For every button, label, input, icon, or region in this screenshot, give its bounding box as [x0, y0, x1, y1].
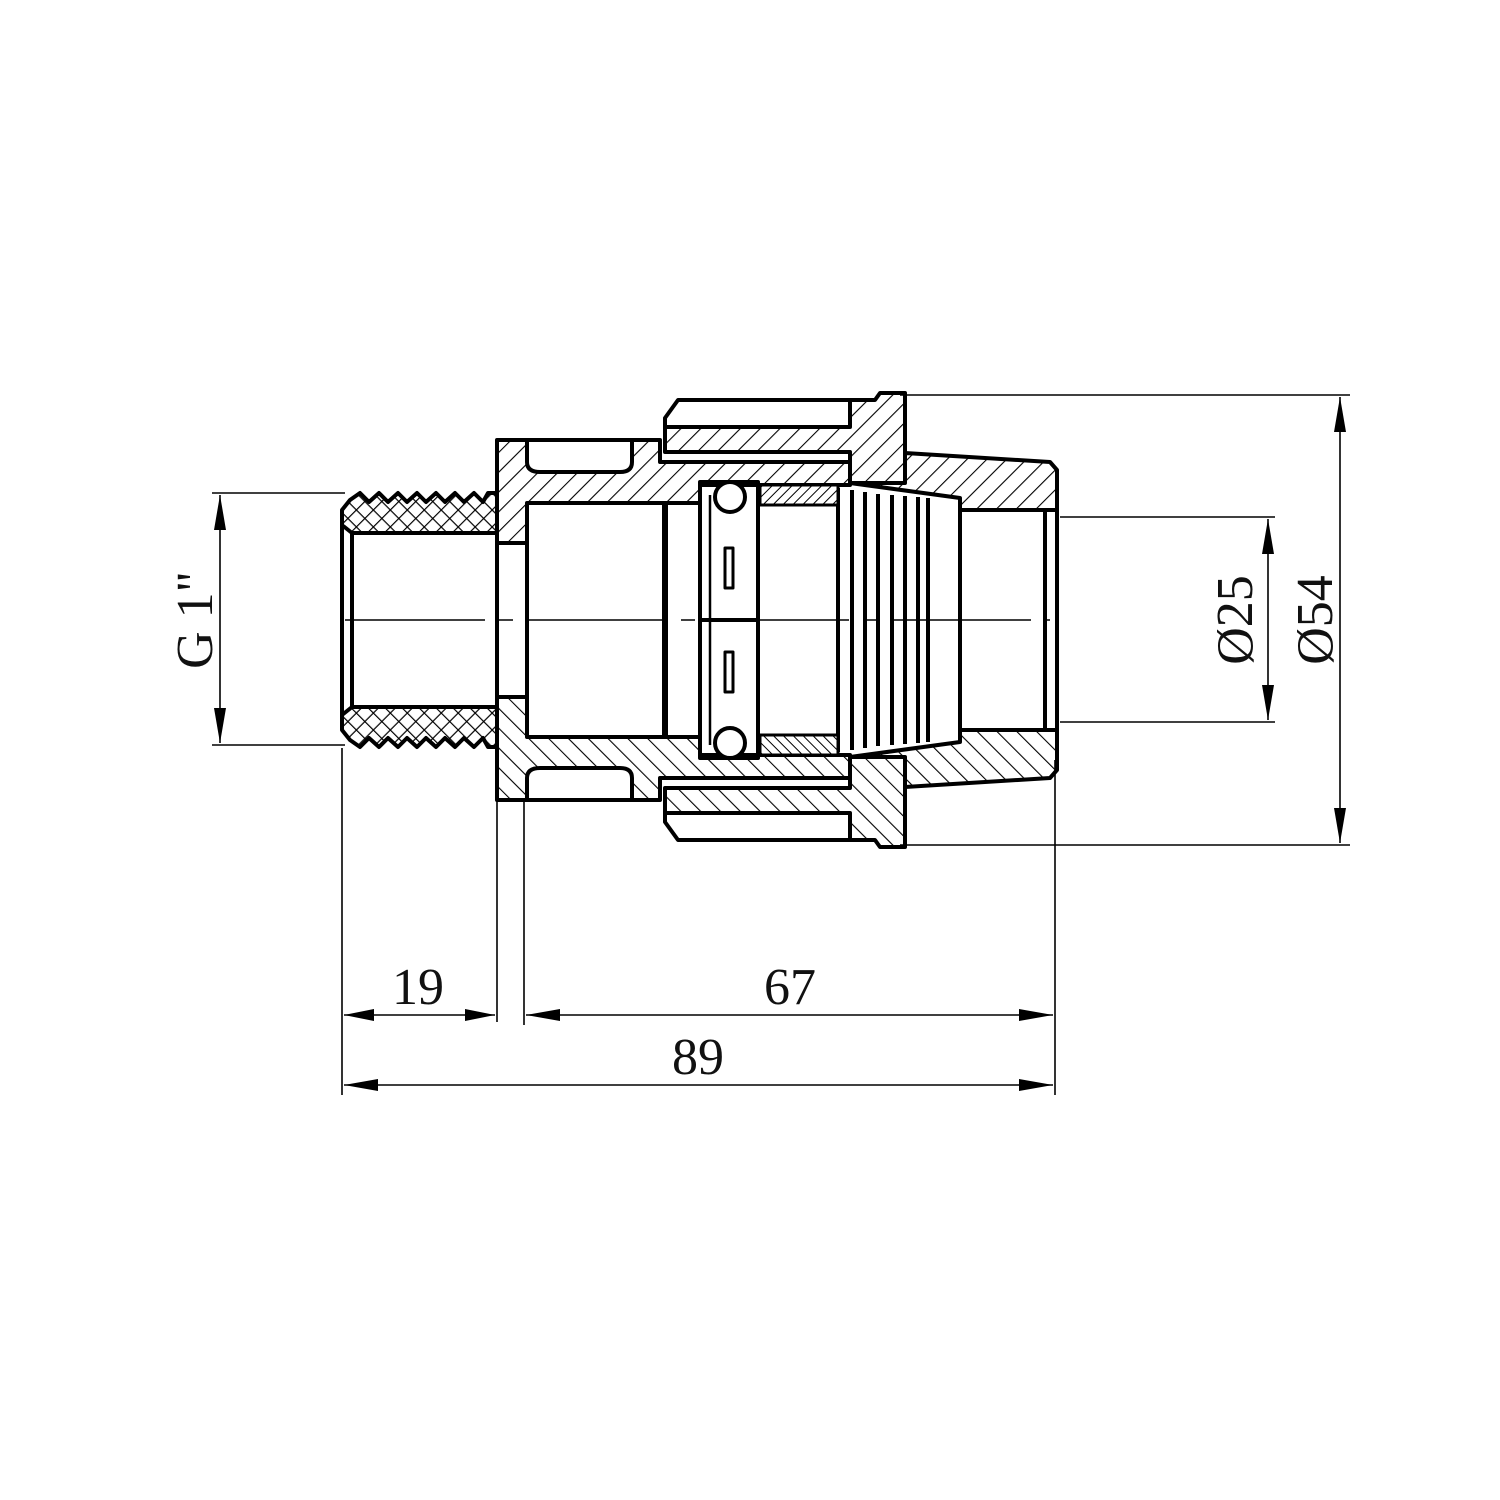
- outer-diameter-dimension: [900, 394, 1350, 846]
- inner-diameter-label: Ø25: [1207, 575, 1264, 665]
- thread-length-label: 19: [392, 959, 444, 1016]
- body-length-label: 67: [764, 959, 816, 1016]
- upper-half: [342, 393, 1057, 620]
- thread-dimension: [212, 492, 345, 746]
- outer-diameter-label: Ø54: [1287, 575, 1344, 665]
- total-length-label: 89: [672, 1029, 724, 1086]
- thread-label: G 1": [167, 571, 224, 669]
- inner-diameter-dimension: [1060, 516, 1275, 723]
- lower-half: [342, 620, 1057, 847]
- length-dimensions: [341, 748, 1056, 1095]
